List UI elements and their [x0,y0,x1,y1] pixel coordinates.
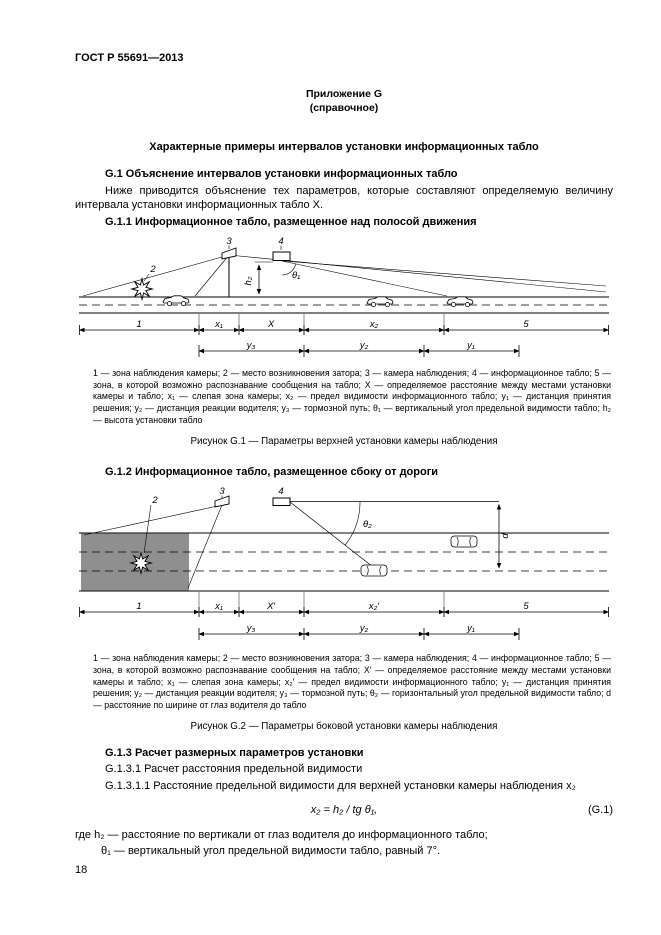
fig1-dim-y2: y₂ [359,340,369,351]
fig1-dim-y3: y₃ [246,340,256,351]
section-g1311-heading: G.1.3.1.1 Расстояние предельной видимост… [105,779,576,792]
appendix-block: Приложение G (справочное) [75,88,613,115]
figure-g2-caption: Рисунок G.2 — Параметры боковой установк… [190,721,498,733]
road [79,532,609,592]
figure-g1-legend: 1 — зона наблюдения камеры; 2 — место во… [93,367,611,426]
page-number: 18 [75,864,88,876]
car-icon [366,296,394,308]
fig2-dim-zone1: 1 [136,601,141,612]
fig2-dim-x1: x₁ [214,601,223,612]
fig2-label-camera: 3 [219,486,225,497]
fig2-dim-x2p: x₂′ [368,601,380,612]
doc-number: ГОСТ Р 55691—2013 [75,52,184,64]
crash-star-icon [128,551,154,576]
fig2-dim-y3: y₃ [246,623,256,634]
dimension-row-1 [79,324,609,335]
car-top-icon [360,564,388,577]
crash-star-icon [129,276,155,301]
dimension-row-2 [198,344,520,357]
section-g12-heading: G.1.2 Информационное табло, размещенное … [105,465,439,478]
fig1-dim-x1: x₁ [214,319,223,330]
where-clause-1: где h₂ — расстояние по вертикали от глаз… [75,828,488,841]
fig1-label-camera: 3 [226,236,232,247]
camera-icon [214,495,230,508]
theta1-angle-arc [281,263,296,276]
h2-dimension [255,261,273,295]
fig2-label-board: 4 [278,486,283,497]
fig1-label-jam: 2 [149,264,156,275]
figure-g1-diagram: 3 4 h₂ θ₁ 2 [79,236,609,357]
appendix-note: (справочное) [309,101,379,114]
fig2-dim-zone5: 5 [523,601,529,612]
figure-g1: 3 4 h₂ θ₁ 2 [79,235,613,365]
figure-g2: 2 3 4 θ₂ d [79,485,613,650]
label2-leader [143,505,152,554]
figure-g1-caption: Рисунок G.1 — Параметры верхней установк… [190,435,498,447]
info-board-icon [272,245,291,261]
page-title: Характерные примеры интервалов установки… [149,141,539,154]
fig2-label-d: d [500,533,511,539]
figure-g2-legend: 1 — зона наблюдения камеры; 2 — место во… [93,653,611,711]
extension-lines [198,313,445,335]
appendix-label: Приложение G [305,88,383,100]
fig2-dim-y1: y₁ [466,623,475,634]
sight-lines [82,254,607,297]
where-clause-2: θ₁ — вертикальный угол предельной видимо… [101,844,441,857]
figure-g2-diagram: 2 3 4 θ₂ d [79,486,609,641]
visibility-sight-line [289,501,374,568]
section-g131-heading: G.1.3.1 Расчет расстояния предельной вид… [105,763,363,776]
info-board-icon [272,497,291,507]
fig2-label-theta2: θ₂ [363,519,372,530]
fig2-dim-Xp: X′ [266,601,276,612]
road [79,296,609,314]
label2-leader [143,273,150,282]
formula-number: (G.1) [587,803,613,816]
dimension-row-2 [198,628,520,641]
fig1-dim-x2: x₂ [369,319,379,330]
fig1-dim-zone1: 1 [136,319,141,330]
fig1-label-theta1: θ₁ [292,270,300,281]
fig2-dim-y2: y₂ [359,623,369,634]
formula-text: x₂ = h₂ / tg θ₁, [310,803,378,816]
section-g13-heading: G.1.3 Расчет размерных параметров устано… [105,747,364,760]
dimension-row-1 [79,607,609,618]
section-g1-heading: G.1 Объяснение интервалов установки инфо… [105,168,458,181]
where-block: где h₂ — расстояние по вертикали от глаз… [75,828,613,860]
car-icon [162,295,190,307]
fig1-label-board: 4 [278,236,283,247]
fig1-dim-zone5: 5 [523,319,529,330]
g1-paragraph: Ниже приводится объяснение тех параметро… [75,184,613,212]
fig1-dim-y1: y₁ [466,340,475,351]
sight-lines [83,504,223,589]
camera-icon [221,245,237,297]
section-g11-heading: G.1.1 Информационное табло, размещенное … [105,215,477,228]
formula-g1: x₂ = h₂ / tg θ₁, (G.1) [75,804,613,816]
car-icon [446,296,474,308]
car-top-icon [450,535,478,548]
fig2-label-jam: 2 [151,495,158,506]
theta2-angle-arc [344,501,361,546]
fig1-dim-X: X [267,319,275,330]
extension-lines [198,592,445,618]
fig1-label-h2: h₂ [243,276,254,285]
